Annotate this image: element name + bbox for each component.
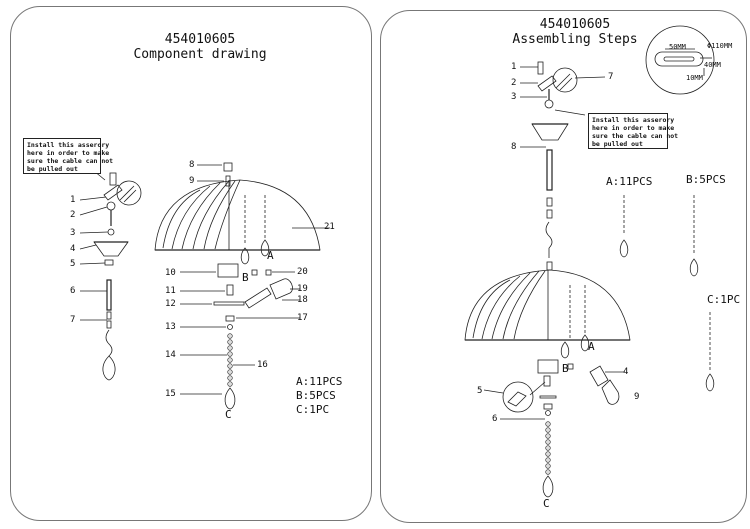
part-9 bbox=[225, 175, 231, 187]
right-panel-title: Assembling Steps bbox=[512, 32, 638, 47]
dome-shade bbox=[154, 179, 321, 251]
right-b-block bbox=[537, 359, 559, 374]
sample-strand-c bbox=[705, 312, 715, 392]
drop-c-left bbox=[224, 387, 236, 410]
left-assembly-drawing bbox=[79, 161, 330, 410]
right-bracket bbox=[537, 75, 557, 92]
right-install-note: Install this asserory here in order to m… bbox=[588, 113, 678, 149]
left-qty-c: C:1PC bbox=[296, 403, 330, 416]
mounting-bracket bbox=[103, 184, 123, 201]
part-10-b-block bbox=[217, 263, 239, 278]
right-qty-b: B:5PCS bbox=[686, 173, 726, 186]
step-callout-6: 6 bbox=[492, 414, 498, 424]
right-canopy bbox=[531, 123, 569, 141]
right-assembly-drawing bbox=[464, 25, 715, 498]
callout-18: 18 bbox=[297, 295, 308, 305]
ring-nut bbox=[104, 259, 114, 266]
component-drawing-panel bbox=[10, 6, 372, 521]
step-callout-4: 4 bbox=[623, 367, 629, 377]
callout-12: 12 bbox=[165, 299, 176, 309]
crystal-drop bbox=[102, 355, 116, 381]
assembling-steps-panel bbox=[380, 10, 747, 523]
bulb bbox=[269, 278, 293, 300]
callout-21: 21 bbox=[324, 222, 335, 232]
left-qty-a: A:11PCS bbox=[296, 375, 343, 388]
sample-strand-a bbox=[619, 195, 629, 258]
left-drop-label-a: A bbox=[267, 249, 274, 262]
left-product-code: 454010605 bbox=[164, 32, 236, 47]
dim-110mm: Φ110MM bbox=[707, 42, 733, 50]
right-bulb bbox=[601, 379, 620, 405]
hook-ring bbox=[106, 201, 116, 211]
callout-14: 14 bbox=[165, 350, 176, 360]
callout-11: 11 bbox=[165, 286, 176, 296]
step-callout-7: 7 bbox=[608, 72, 614, 82]
callout-6: 6 bbox=[70, 286, 76, 296]
right-shade-pleats bbox=[472, 270, 546, 340]
dim-10mm: 10MM bbox=[686, 74, 703, 82]
callout-1: 1 bbox=[70, 195, 76, 205]
part-17 bbox=[225, 315, 235, 322]
bead-strand-14 bbox=[227, 333, 233, 387]
chain bbox=[105, 329, 113, 357]
bracket-detail-circle bbox=[645, 25, 715, 95]
part-12 bbox=[213, 301, 245, 306]
right-product-code: 454010605 bbox=[539, 17, 611, 32]
step-callout-1: 1 bbox=[511, 62, 517, 72]
dim-40mm: 40MM bbox=[704, 61, 721, 69]
step-callout-8: 8 bbox=[511, 142, 517, 152]
right-socket bbox=[589, 365, 609, 387]
callout-13: 13 bbox=[165, 322, 176, 332]
callout-20: 20 bbox=[297, 267, 308, 277]
right-rod bbox=[546, 149, 553, 191]
right-bead-strand bbox=[545, 421, 551, 475]
left-drop-label-b: B bbox=[242, 271, 249, 284]
callout-17: 17 bbox=[297, 313, 308, 323]
right-qty-a: A:11PCS bbox=[606, 175, 653, 188]
callout-15: 15 bbox=[165, 389, 176, 399]
left-panel-title: Component drawing bbox=[133, 47, 267, 62]
step-callout-3: 3 bbox=[511, 92, 517, 102]
ceiling-bolt bbox=[109, 172, 117, 186]
right-detail-circle bbox=[502, 381, 534, 413]
left-qty-b: B:5PCS bbox=[296, 389, 336, 402]
callout-3: 3 bbox=[70, 228, 76, 238]
callout-10: 10 bbox=[165, 268, 176, 278]
part-8 bbox=[223, 162, 233, 172]
callout-7: 7 bbox=[70, 315, 76, 325]
right-drop-label-b: B bbox=[562, 362, 569, 375]
step-callout-2: 2 bbox=[511, 78, 517, 88]
left-drop-label-c: C bbox=[225, 408, 232, 421]
slotted-bracket bbox=[654, 51, 704, 67]
callout-16: 16 bbox=[257, 360, 268, 370]
step-callout-5: 5 bbox=[477, 386, 483, 396]
callout-2: 2 bbox=[70, 210, 76, 220]
right-drop-label-c: C bbox=[543, 497, 550, 510]
down-rod bbox=[106, 279, 112, 311]
right-dome-shade bbox=[464, 269, 631, 341]
shade-pleats bbox=[162, 179, 241, 250]
callout-19: 19 bbox=[297, 284, 308, 294]
callout-5: 5 bbox=[70, 259, 76, 269]
callout-4: 4 bbox=[70, 244, 76, 254]
callout-8: 8 bbox=[189, 160, 195, 170]
bead-strands-shade bbox=[244, 195, 266, 245]
bulb-socket bbox=[244, 287, 272, 309]
drop-a-left bbox=[260, 239, 270, 257]
dim-50mm: 50MM bbox=[669, 43, 686, 51]
right-qty-c: C:1PC bbox=[707, 293, 741, 306]
step-callout-9: 9 bbox=[634, 392, 640, 402]
canopy bbox=[93, 241, 129, 257]
callout-9: 9 bbox=[189, 176, 195, 186]
left-install-note: Install this asserory here in order to m… bbox=[23, 138, 113, 174]
part-13 bbox=[227, 324, 233, 330]
part-11 bbox=[226, 284, 234, 296]
detail-circle bbox=[116, 180, 142, 206]
right-drop-label-a: A bbox=[588, 340, 595, 353]
sample-strand-b bbox=[689, 195, 699, 277]
